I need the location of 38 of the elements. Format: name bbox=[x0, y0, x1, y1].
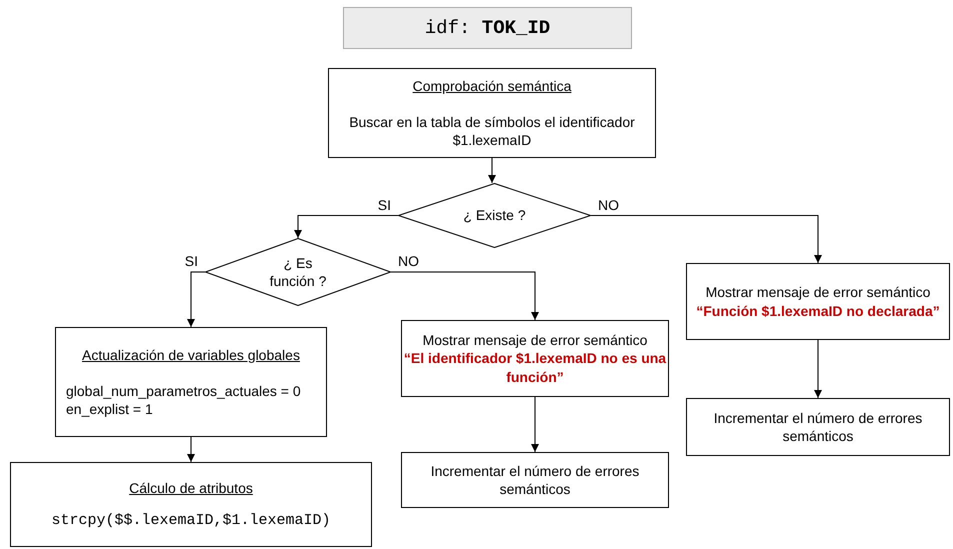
box-heading: Cálculo de atributos bbox=[129, 478, 253, 497]
error-box bbox=[401, 320, 669, 397]
decision-diamond bbox=[205, 238, 391, 306]
code-text: strcpy($$.lexemaID,$1.lexemaID) bbox=[51, 510, 331, 530]
decision-diamond bbox=[398, 183, 591, 248]
title-box bbox=[343, 7, 632, 49]
box-text: Incrementar el número de errores semánticos bbox=[430, 462, 640, 498]
arrow bbox=[531, 396, 539, 452]
edge-label: NO bbox=[597, 198, 620, 213]
arrow bbox=[814, 340, 822, 398]
process-box bbox=[401, 452, 669, 508]
error-message: “El identificador $1.lexemaID no es una función” bbox=[402, 349, 668, 386]
process-box bbox=[55, 327, 327, 437]
error-box bbox=[686, 263, 950, 340]
box-text: Incrementar el número de errores semánticos bbox=[712, 408, 924, 446]
heading-text: idf: TOK_ID bbox=[424, 16, 550, 40]
error-message: “Función $1.lexemaID no declarada” bbox=[696, 302, 940, 320]
question-text: ¿ Es función ? bbox=[268, 254, 328, 290]
box-text: Mostrar mensaje de error semántico bbox=[706, 283, 930, 302]
arrow bbox=[488, 158, 496, 184]
box-text: Buscar en la tabla de símbolos el identificador $1.lexemaID bbox=[348, 112, 636, 150]
arrow bbox=[294, 215, 398, 238]
process-box bbox=[10, 462, 372, 547]
box-text: en_explist = 1 bbox=[65, 400, 154, 418]
arrow bbox=[187, 436, 195, 462]
process-box bbox=[686, 398, 950, 456]
box-text: global_num_parametros_actuales = 0 bbox=[65, 382, 302, 400]
box-heading: Actualización de variables globales bbox=[82, 346, 300, 364]
question-text: ¿ Existe ? bbox=[463, 206, 526, 225]
edge-label: SI bbox=[184, 254, 199, 270]
edge-label: SI bbox=[376, 198, 392, 213]
arrow bbox=[590, 215, 822, 264]
process-box bbox=[328, 68, 656, 158]
arrow bbox=[187, 272, 206, 328]
box-heading: Comprobación semántica bbox=[412, 76, 572, 95]
box-text: Mostrar mensaje de error semántico bbox=[422, 331, 648, 350]
arrow bbox=[390, 272, 539, 320]
edge-label: NO bbox=[397, 254, 420, 270]
